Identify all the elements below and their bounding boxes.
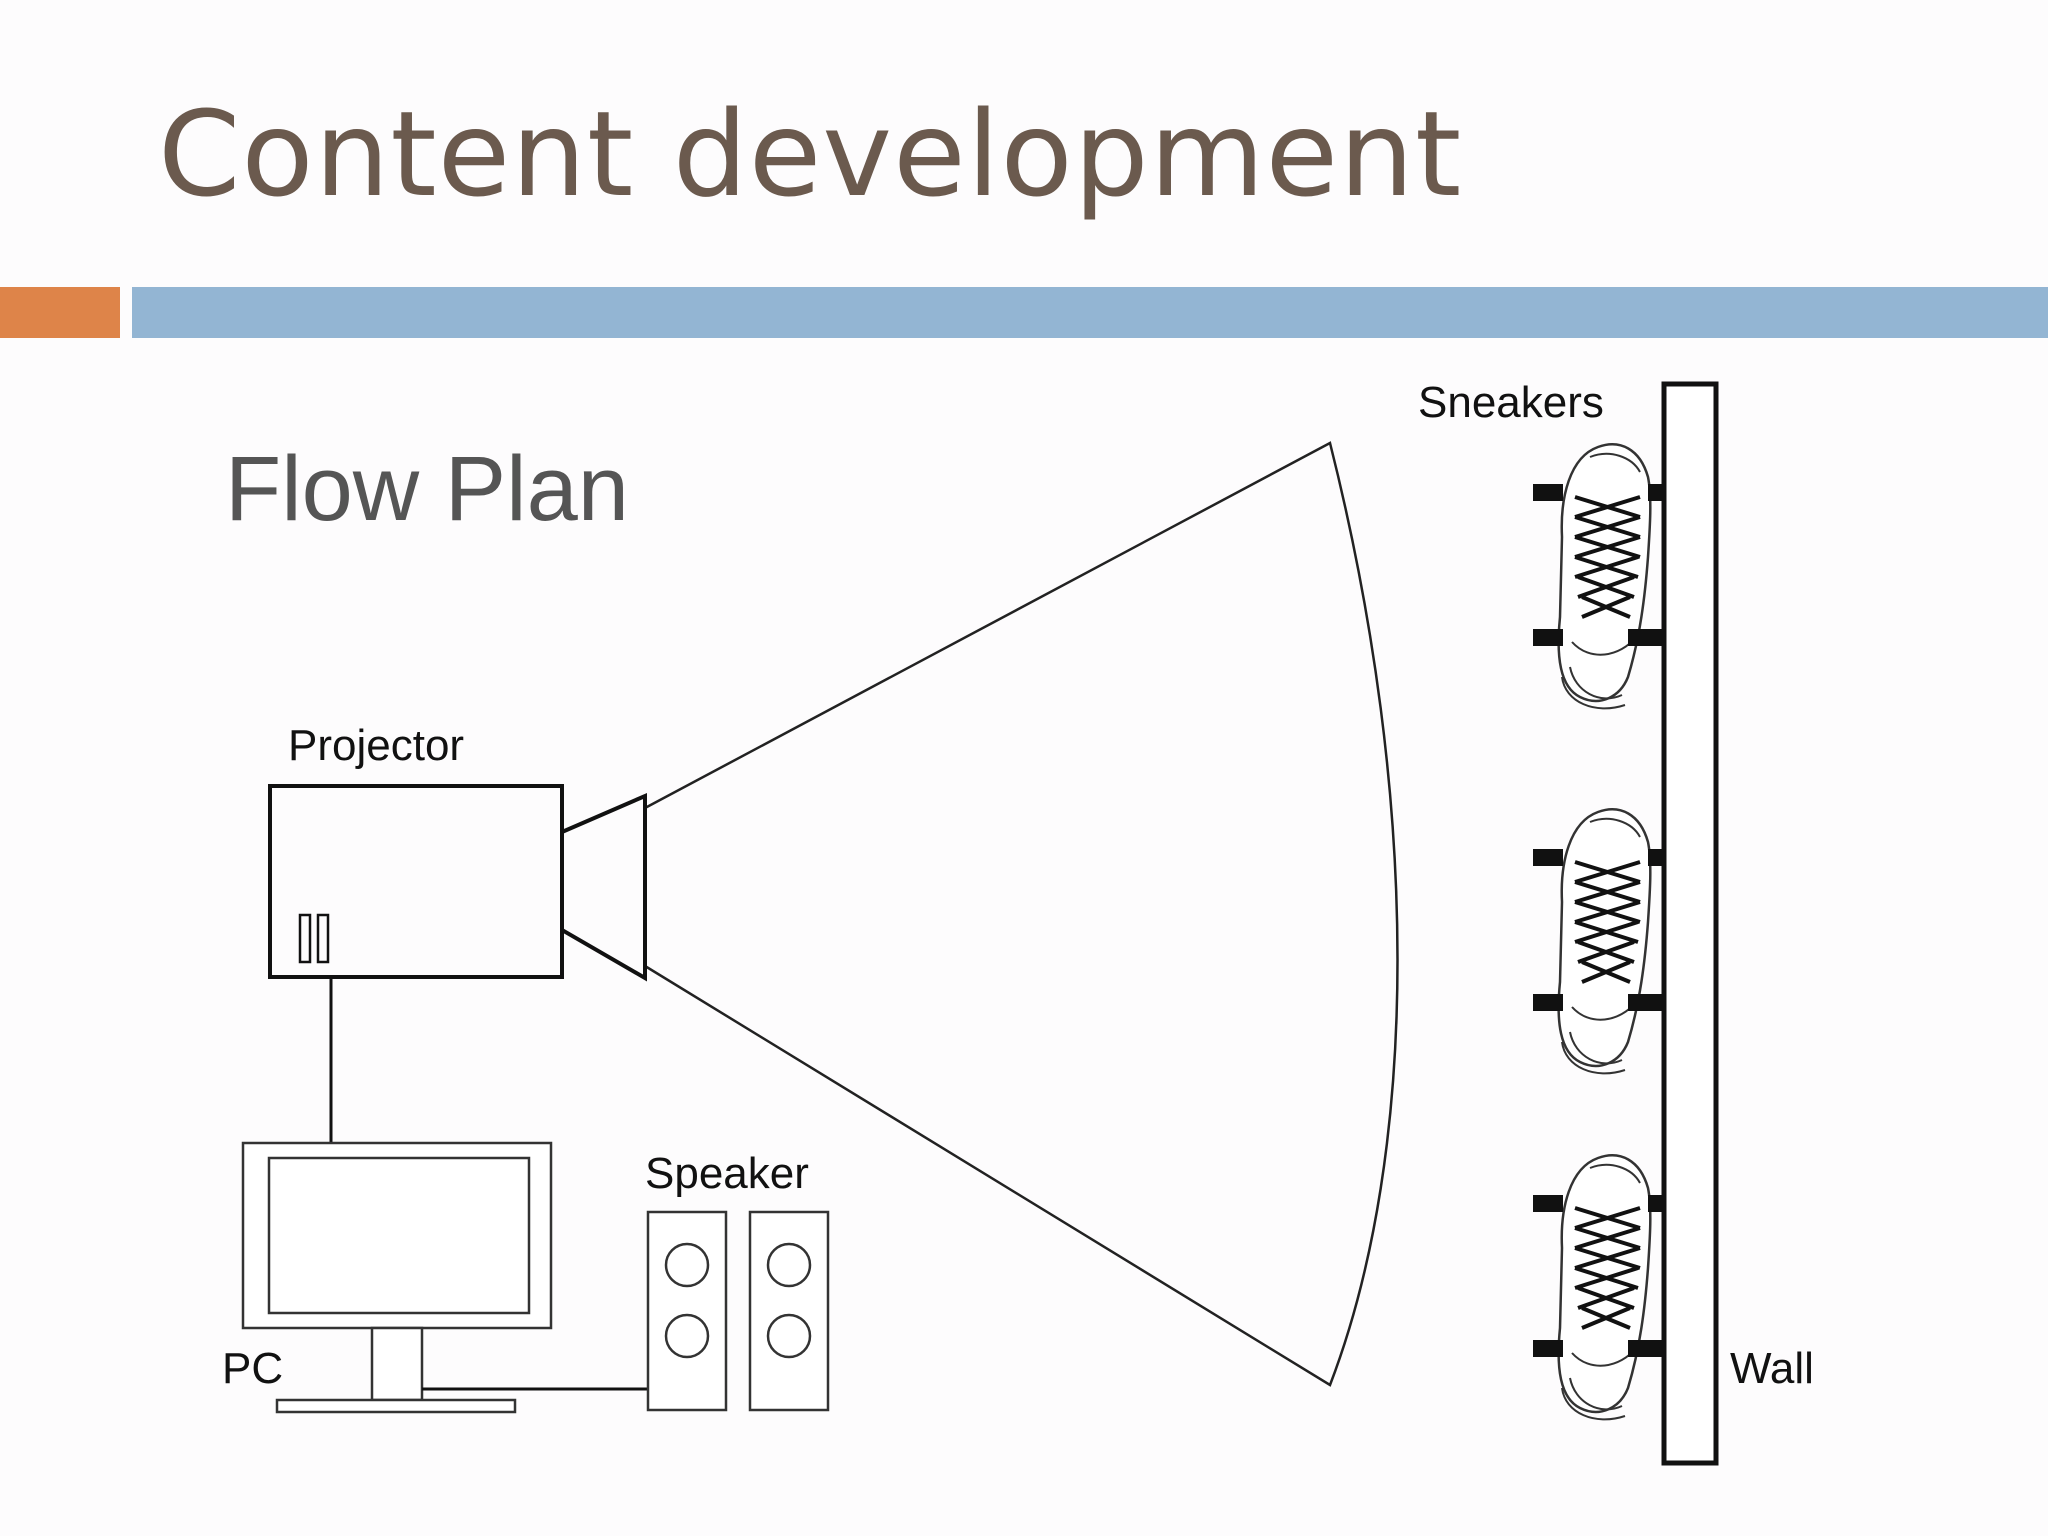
wall-label: Wall <box>1730 1344 1814 1393</box>
projection-beam <box>644 441 1399 1387</box>
sneakers-label: Sneakers <box>1418 378 1604 427</box>
monitor-icon <box>241 1141 553 1414</box>
accent-bar-orange <box>0 287 120 338</box>
projector-label: Projector <box>288 721 464 770</box>
pc-label: PC <box>222 1344 283 1393</box>
accent-bar-blue <box>132 287 2048 338</box>
sneaker-icon <box>1531 807 1664 1076</box>
wall-icon <box>1661 381 1719 1466</box>
slide-title: Content development <box>158 85 1463 223</box>
projector-icon <box>268 784 647 982</box>
sneaker-icon <box>1531 1153 1664 1422</box>
flow-plan-heading: Flow Plan <box>225 438 629 540</box>
sneaker-icon <box>1531 442 1664 711</box>
speaker-label: Speaker <box>645 1149 809 1198</box>
speaker-icon <box>646 1210 830 1412</box>
